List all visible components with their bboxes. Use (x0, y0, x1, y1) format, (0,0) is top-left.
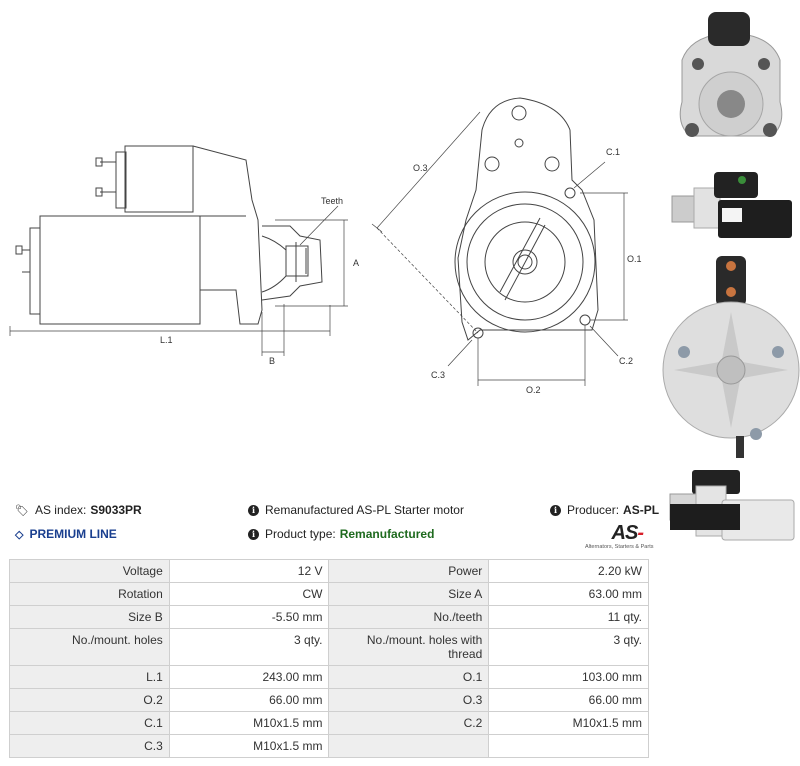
photo-rear-view[interactable] (662, 252, 800, 462)
flange-outline (192, 145, 263, 325)
info-icon: i (248, 504, 259, 516)
table-row: Voltage 12 V Power 2.20 kW (9, 559, 649, 583)
technical-drawing: L.1 A B Teeth O.3 O.1 O.2 C.1 C.2 (9, 97, 642, 395)
as-pl-logo: AS- Alternators, Starters & Parts (585, 522, 654, 550)
info-icon: i (550, 504, 561, 516)
diamond-icon: ◇ (15, 528, 24, 541)
product-type-value: Remanufactured (339, 527, 435, 541)
logo-tagline: Alternators, Starters & Parts (585, 544, 654, 550)
table-row: O.2 66.00 mm O.3 66.00 mm (9, 688, 649, 712)
hole-c1 (564, 187, 576, 199)
producer-value: AS-PL (623, 503, 660, 517)
info-icon: i (248, 528, 259, 540)
label-o1: O.1 (627, 254, 642, 264)
table-row: L.1 243.00 mm O.1 103.00 mm (9, 665, 649, 689)
as-index-value: S9033PR (90, 503, 142, 517)
label-b: B (269, 356, 275, 366)
motor-body-outline (39, 215, 201, 325)
as-index: 🏷 AS index: S9033PR (15, 503, 142, 517)
front-outer-circle (454, 191, 596, 333)
label-l1: L.1 (160, 335, 173, 345)
premium-line-badge: ◇ PREMIUM LINE (15, 527, 117, 541)
label-o2: O.2 (526, 385, 541, 395)
label-teeth: Teeth (321, 196, 343, 206)
tag-icon: 🏷 (15, 504, 29, 517)
photo-front-view[interactable] (662, 4, 800, 164)
label-c2: C.2 (619, 356, 633, 366)
label-c3: C.3 (431, 370, 445, 380)
info-row-1: 🏷 AS index: S9033PR i Remanufactured AS-… (0, 503, 660, 525)
table-row: C.3 M10x1.5 mm (9, 734, 649, 758)
product-type-label: Product type: (265, 527, 336, 541)
front-flange-outline (457, 97, 599, 341)
description-text: Remanufactured AS-PL Starter motor (265, 503, 464, 517)
producer: i Producer: AS-PL (550, 503, 659, 517)
label-a: A (353, 258, 359, 268)
table-row: Size B -5.50 mm No./teeth 11 qty. (9, 605, 649, 629)
photo-side-view-2[interactable] (662, 466, 800, 548)
specification-table: Voltage 12 V Power 2.20 kW Rotation CW S… (9, 559, 649, 758)
table-row: C.1 M10x1.5 mm C.2 M10x1.5 mm (9, 711, 649, 735)
table-row: Rotation CW Size A 63.00 mm (9, 582, 649, 606)
product-type: i Product type: Remanufactured (248, 527, 434, 541)
label-c1: C.1 (606, 147, 620, 157)
table-row: No./mount. holes 3 qty. No./mount. holes… (9, 628, 649, 666)
solenoid-outline (124, 145, 194, 213)
producer-label: Producer: (567, 503, 620, 517)
photo-side-view[interactable] (662, 160, 800, 250)
hole-c2 (579, 314, 591, 326)
label-o3: O.3 (413, 163, 428, 173)
as-index-label: AS index: (34, 503, 87, 517)
description: i Remanufactured AS-PL Starter motor (248, 503, 464, 517)
premium-line-text: PREMIUM LINE (29, 527, 117, 541)
info-row-2: ◇ PREMIUM LINE i Product type: Remanufac… (0, 527, 660, 549)
